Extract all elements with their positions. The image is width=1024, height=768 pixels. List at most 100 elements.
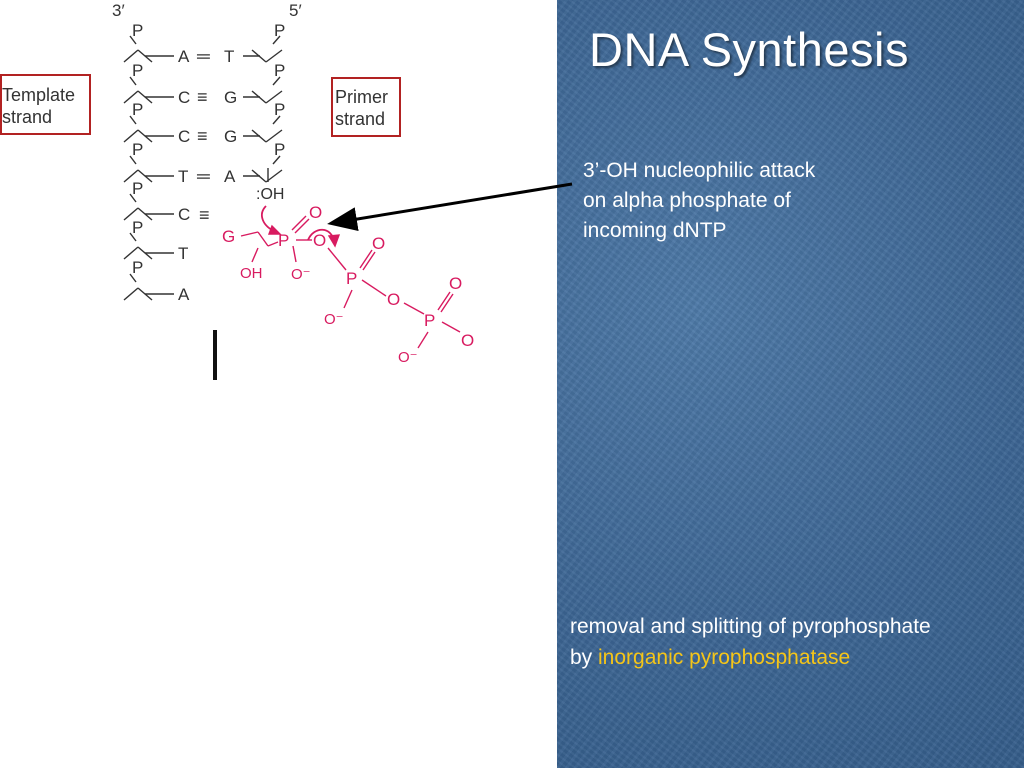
dntp-sugar-bond — [240, 231, 259, 237]
base-pair-bond: ═ — [196, 166, 210, 186]
primer-phosphate: P — [274, 61, 285, 80]
template-phosphate-link — [129, 193, 137, 203]
alpha-phosphate: P — [278, 231, 289, 250]
alpha-phosphate-bond — [292, 245, 297, 263]
base-pair-bond: ═ — [196, 46, 210, 66]
template-base: A — [178, 47, 190, 66]
dntp-sugar-bond — [257, 231, 269, 247]
template-phosphate-link — [129, 155, 137, 165]
mechanism-line-3: incoming dNTP — [583, 219, 727, 242]
template-sugar-bond — [123, 129, 139, 143]
template-phosphate-link — [129, 273, 137, 283]
template-base: C — [178, 205, 190, 224]
primer-phosphate: P — [274, 100, 285, 119]
template-phosphate: P — [132, 140, 143, 159]
primer-base: G — [224, 127, 237, 146]
beta-phosphate-bond — [343, 289, 353, 309]
beta-phosphate-double-bond — [362, 251, 376, 271]
primer-phosphate: P — [274, 140, 285, 159]
gamma-oxygen: O — [461, 331, 474, 350]
template-sugar-bond — [123, 246, 139, 260]
template-base: T — [178, 167, 188, 186]
template-phosphate-link — [129, 232, 137, 242]
primer-sugar-bond — [265, 90, 283, 104]
gamma-phosphate-bond — [417, 331, 429, 349]
template-sugar-bond — [123, 49, 139, 63]
template-phosphate: P — [132, 179, 143, 198]
bridge-bond — [327, 247, 347, 271]
gamma-phosphate-double-bond — [437, 291, 451, 311]
primer-sugar-bond — [265, 129, 283, 143]
alpha-oxygen-minus: O⁻ — [291, 266, 311, 283]
arrow-head — [327, 234, 341, 248]
removal-description: removal and splitting of pyrophosphate b… — [570, 611, 1020, 673]
template-base: T — [178, 244, 188, 263]
text-panel: DNA Synthesis 3’-OH nucleophilic attack … — [557, 0, 1024, 768]
template-phosphate-link — [129, 35, 137, 45]
mechanism-description: 3’-OH nucleophilic attack on alpha phosp… — [583, 156, 883, 246]
template-sugar-bond — [123, 169, 139, 183]
incoming-base: G — [222, 227, 235, 246]
primer-base: G — [224, 88, 237, 107]
primer-sugar-bond — [265, 49, 283, 63]
primer-5prime-end: 5′ — [289, 1, 302, 20]
base-pair-bond: ≡ — [199, 205, 210, 225]
beta-gamma-bridge-oxygen: O — [387, 290, 400, 309]
dntp-sugar-hydroxyl: OH — [240, 265, 263, 282]
template-strand-label: Template strand — [2, 84, 75, 128]
template-phosphate-link — [129, 115, 137, 125]
primer-phosphate-link — [272, 76, 281, 86]
primer-base: T — [224, 47, 234, 66]
alpha-phosphate-double-bond — [294, 218, 310, 234]
template-phosphate: P — [132, 258, 143, 277]
primer-label-line2: strand — [335, 109, 386, 129]
gamma-phosphate: P — [424, 311, 435, 330]
template-phosphate: P — [132, 61, 143, 80]
template-base: A — [178, 285, 190, 304]
slide-title: DNA Synthesis — [589, 23, 909, 76]
beta-phosphate: P — [346, 269, 357, 288]
primer-phosphate-link — [272, 115, 281, 125]
primer-strand-box — [331, 77, 401, 137]
template-sugar-bond — [123, 287, 139, 301]
template-strand-box — [0, 74, 91, 135]
gamma-oxygen: O — [449, 274, 462, 293]
beta-phosphate-bond — [361, 279, 387, 297]
primer-phosphate: P — [274, 21, 285, 40]
removal-prefix: by — [570, 646, 599, 669]
template-phosphate: P — [132, 100, 143, 119]
template-phosphate-link — [129, 76, 137, 86]
primer-strand-label: Primer strand — [335, 86, 388, 130]
primer-base: A — [224, 167, 236, 186]
primer-label-line1: Primer — [335, 87, 388, 107]
template-phosphate: P — [132, 21, 143, 40]
template-label-line2: strand — [2, 107, 53, 127]
beta-oxygen-minus: O⁻ — [324, 311, 344, 328]
alpha-beta-bridge-oxygen: O — [313, 231, 326, 250]
arrow-head — [267, 224, 282, 235]
removal-line-2: by inorganic pyrophosphatase — [570, 642, 1020, 673]
primer-3prime-hydroxyl: :OH — [256, 186, 284, 203]
template-sugar-bond — [123, 90, 139, 104]
alpha-phosphate-double-bond — [291, 215, 307, 231]
primer-phosphate-link — [272, 155, 281, 165]
base-pair-bond: ≡ — [197, 126, 208, 146]
gamma-oxygen-minus: O⁻ — [398, 349, 418, 366]
base-pair-bond: ≡ — [197, 87, 208, 107]
gamma-phosphate-bond — [441, 321, 461, 333]
mechanism-line-1: 3’-OH nucleophilic attack — [583, 159, 816, 182]
template-phosphate: P — [132, 218, 143, 237]
template-label-line1: Template — [2, 85, 76, 105]
primer-phosphate-link — [272, 35, 281, 45]
template-base: C — [178, 127, 190, 146]
dntp-sugar-bond — [267, 241, 279, 247]
enzyme-name-highlight: inorganic pyrophosphatase — [598, 646, 851, 669]
beta-oxygen: O — [372, 234, 385, 253]
gamma-phosphate-double-bond — [440, 293, 454, 313]
mechanism-line-2: on alpha phosphate of — [583, 189, 791, 212]
alpha-oxygen: O — [309, 203, 322, 222]
removal-line-1: removal and splitting of pyrophosphate — [570, 615, 931, 638]
